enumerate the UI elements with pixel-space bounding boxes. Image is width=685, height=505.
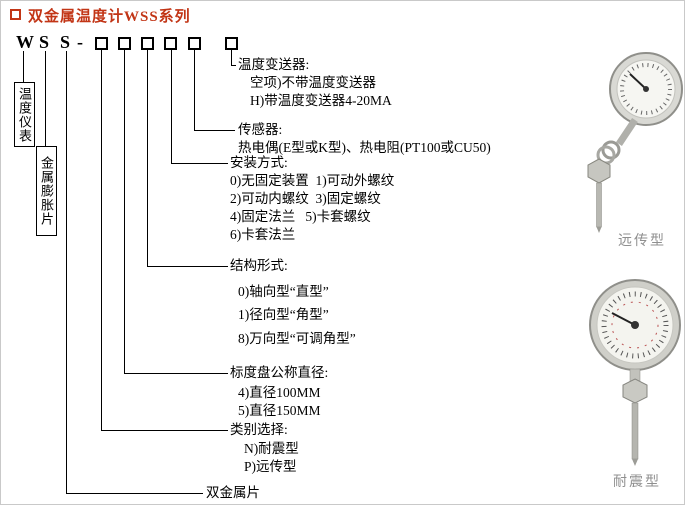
gauge-inner-scale [611,301,659,349]
probe-tip [596,227,602,233]
model-dash: - [77,32,83,52]
connector-line [23,51,24,82]
model-letter-s2: S [60,32,71,52]
connector-line [147,50,148,266]
left-box-temperature-instrument: 温度仪表 [14,82,35,147]
capillary [616,118,638,146]
section-transmitter-heading: 温度变送器: [238,57,310,72]
section-transmitter-item: H)带温度变送器4-20MA [250,93,392,108]
connector-line [66,493,203,494]
gauge-ticks [601,291,669,359]
model-letter-w: W [16,32,34,52]
model-box-category [95,37,108,50]
probe-stem [596,182,602,228]
connector-line [66,51,67,493]
section-installation-item: 4)固定法兰 5)卡套螺纹 [230,209,371,224]
section-structure-item: 0)轴向型“直型” [238,284,329,299]
section-category-item: P)远传型 [244,459,297,474]
connector-line [101,50,102,430]
section-installation-item: 0)无固定装置 1)可动外螺纹 [230,173,395,188]
model-box-dial [118,37,131,50]
section-category-heading: 类别选择: [230,422,288,437]
section-dial-item: 4)直径100MM [238,385,321,400]
gauge-needle [629,73,647,90]
remote-thermometer-image [551,47,684,237]
connector-line [194,50,195,130]
connector-line [231,50,232,65]
section-transmitter-item: 空项)不带温度变送器 [250,75,376,90]
connector-line [171,50,172,163]
title-square-icon [10,9,21,20]
gauge-ticks [620,63,672,115]
section-structure-heading: 结构形式: [230,258,288,273]
gauge-needle [611,312,636,326]
section-installation-heading: 安装方式: [230,155,288,170]
connector-line [171,163,228,164]
section-sensor-item: 热电偶(E型或K型)、热电阻(PT100或CU50) [238,140,491,155]
model-letter-s1: S [39,32,50,52]
connector-line [124,50,125,373]
connector-line [45,51,46,146]
gauge-hub [631,321,639,329]
hex-nut [622,378,648,404]
probe-tip [632,459,638,466]
section-dial-heading: 标度盘公称直径: [230,365,329,380]
model-box-sensor [188,37,201,50]
model-box-structure [141,37,154,50]
model-box-transmitter [225,37,238,50]
section-installation-item: 2)可动内螺纹 3)固定螺纹 [230,191,381,206]
page-title: 双金属温度计WSS系列 [28,9,191,25]
section-category-item: N)耐震型 [244,441,299,456]
connector-line [101,430,228,431]
section-structure-item: 8)万向型“可调角型” [238,331,356,346]
connector-line [194,130,235,131]
bimetal-label: 双金属片 [206,485,260,500]
section-dial-item: 5)直径150MM [238,403,321,418]
section-installation-item: 6)卡套法兰 [230,227,296,242]
shockproof-caption: 耐震型 [613,475,661,490]
connector-line [231,65,236,66]
probe-stem [631,402,639,460]
section-structure-item: 1)径向型“角型” [238,307,329,322]
left-box-metal-expansion: 金属膨胀片 [36,146,57,236]
connector-line [147,266,228,267]
capillary-coil [601,140,621,160]
section-sensor-heading: 传感器: [238,122,283,137]
connector-line [124,373,228,374]
model-box-installation [164,37,177,50]
remote-caption: 远传型 [618,234,666,249]
shockproof-thermometer-image [583,277,684,469]
gauge-hub [643,86,649,92]
